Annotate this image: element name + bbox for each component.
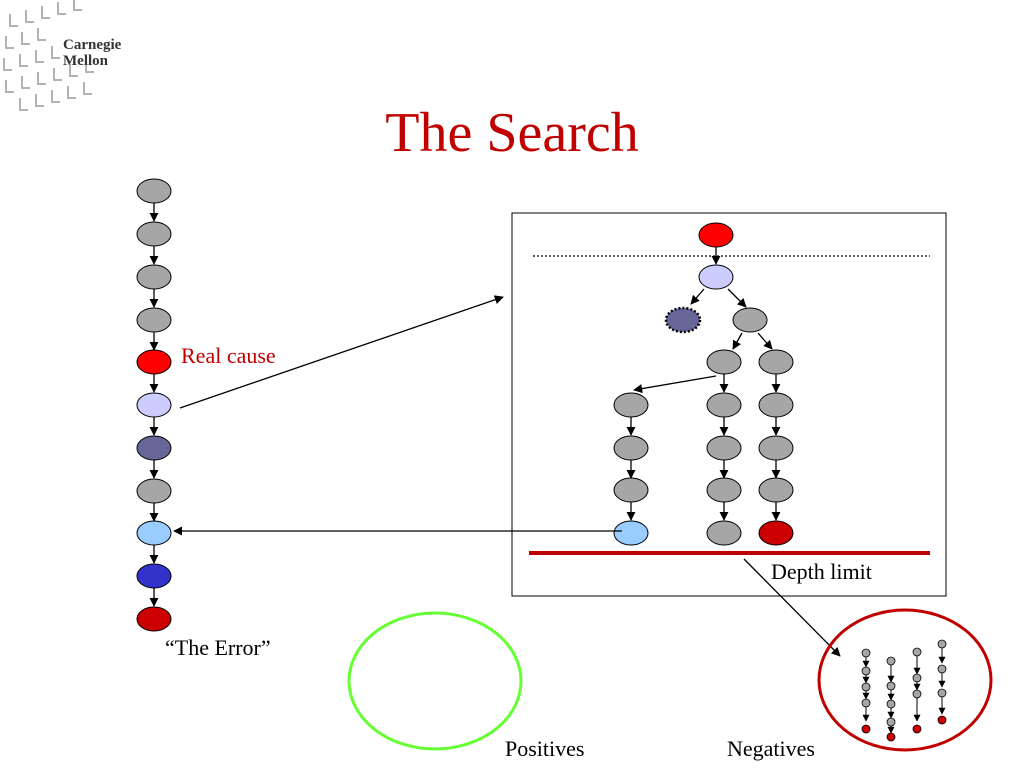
tree-node bbox=[758, 435, 794, 461]
tree-node bbox=[758, 392, 794, 418]
tree-node bbox=[758, 477, 794, 503]
search-tree-edges bbox=[626, 247, 781, 521]
mini-node bbox=[912, 647, 922, 657]
tree-node bbox=[758, 349, 794, 375]
mini-node bbox=[937, 639, 947, 649]
tree-leaf-gray bbox=[706, 520, 742, 546]
mini-node bbox=[886, 681, 896, 691]
mini-node bbox=[861, 648, 871, 658]
zoom-arrow bbox=[179, 295, 504, 409]
chain-node bbox=[136, 307, 172, 333]
mini-node bbox=[886, 699, 896, 709]
mini-node bbox=[861, 682, 871, 692]
chain-node bbox=[136, 221, 172, 247]
tree-node bbox=[706, 477, 742, 503]
depth-limit-label: Depth limit bbox=[771, 559, 872, 584]
search-box bbox=[511, 212, 947, 597]
chain-node bbox=[136, 264, 172, 290]
tree-root-node bbox=[698, 222, 734, 248]
positives-label: Positives bbox=[505, 736, 585, 761]
chain-node-blue bbox=[136, 563, 172, 589]
real-cause-label: Real cause bbox=[181, 343, 276, 368]
tree-node bbox=[706, 435, 742, 461]
mini-chain-nodes bbox=[861, 639, 947, 742]
negatives-label: Negatives bbox=[727, 736, 815, 761]
chain-node-light-blue bbox=[136, 520, 172, 546]
carnegie-mellon-logo: Carnegie Mellon bbox=[0, 0, 150, 120]
search-tree-nodes bbox=[613, 222, 794, 546]
mini-node-error bbox=[912, 724, 922, 734]
chain-node bbox=[136, 478, 172, 504]
mini-node-error bbox=[861, 724, 871, 734]
tree-node-lavender bbox=[698, 264, 734, 290]
slide-title: The Search bbox=[385, 102, 639, 164]
mini-node-error bbox=[937, 715, 947, 725]
mini-node bbox=[861, 698, 871, 708]
tree-node bbox=[732, 307, 768, 333]
mini-node bbox=[937, 664, 947, 674]
tree-node bbox=[613, 392, 649, 418]
mini-node bbox=[937, 688, 947, 698]
mini-node bbox=[886, 717, 896, 727]
mini-node bbox=[886, 656, 896, 666]
the-error-label: “The Error” bbox=[165, 635, 271, 660]
tree-node-dashed bbox=[664, 306, 702, 334]
mini-node bbox=[861, 666, 871, 676]
logo-text-carnegie: Carnegie bbox=[63, 37, 122, 53]
tree-node bbox=[613, 435, 649, 461]
tree-node bbox=[706, 349, 742, 375]
mini-node bbox=[912, 673, 922, 683]
chain-node-slate bbox=[136, 435, 172, 461]
tree-leaf-light-blue bbox=[613, 520, 649, 546]
mini-node-error bbox=[886, 732, 896, 742]
mini-chain-edges bbox=[862, 648, 946, 734]
tree-leaf-error bbox=[758, 520, 794, 546]
negatives-arrow bbox=[743, 558, 841, 657]
tree-node bbox=[706, 392, 742, 418]
positives-circle bbox=[347, 611, 523, 751]
error-node bbox=[136, 606, 172, 632]
real-cause-node bbox=[136, 349, 172, 375]
negatives-circle bbox=[817, 608, 993, 752]
logo-grid-icon bbox=[3, 0, 94, 111]
tree-node bbox=[613, 477, 649, 503]
left-chain-nodes bbox=[136, 178, 172, 632]
chain-node bbox=[136, 178, 172, 204]
logo-text-mellon: Mellon bbox=[63, 53, 108, 69]
chain-node-lavender bbox=[136, 392, 172, 418]
mini-node bbox=[912, 689, 922, 699]
